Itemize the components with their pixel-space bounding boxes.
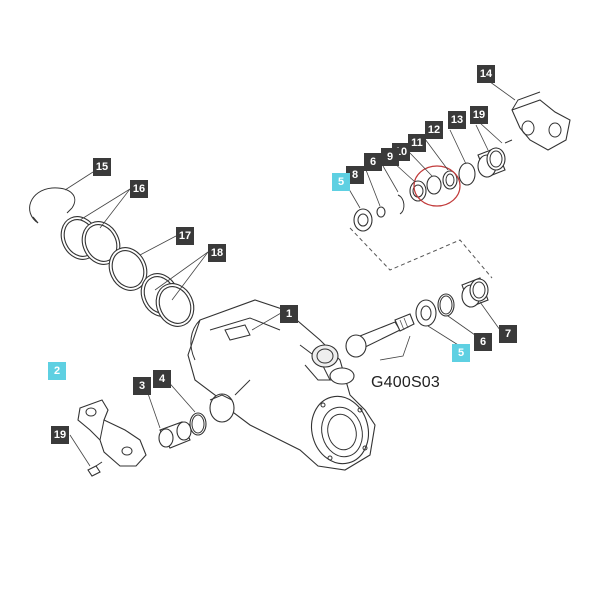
callout-15[interactable]: 15 [93,158,111,176]
axle-housing-part [187,299,376,471]
callout-8[interactable]: 8 [346,166,364,184]
highlight-circle [413,165,461,207]
callout-2-highlighted[interactable]: 2 [48,362,66,380]
callout-9[interactable]: 9 [381,148,399,166]
diagram-code-label: G400S03 [371,374,441,391]
callout-5-upper-highlighted[interactable]: 5 [332,173,350,191]
callout-14[interactable]: 14 [477,65,495,83]
snap-ring-part [29,187,76,224]
assembly-path-dashed [349,227,493,279]
bushing-part-right [461,277,489,308]
callout-16[interactable]: 16 [130,180,148,198]
callout-6-lower[interactable]: 6 [474,333,492,351]
callout-13[interactable]: 13 [448,111,466,129]
callout-7[interactable]: 7 [499,325,517,343]
bearing-part-right [415,299,437,327]
callout-11[interactable]: 11 [408,134,426,152]
o-ring-part-left [189,412,207,436]
bearing-stack-part-upper [353,147,506,232]
callout-1[interactable]: 1 [280,305,298,323]
callout-19-lower[interactable]: 19 [51,426,69,444]
bushing-part-left [158,421,192,449]
callout-19-upper[interactable]: 19 [470,106,488,124]
mounting-bracket-part [504,91,571,151]
piston-rings-part [60,216,121,265]
snap-ring-part-right [437,293,455,317]
grease-nipple-part [87,461,103,477]
callout-5-lower-highlighted[interactable]: 5 [452,344,470,362]
callout-18[interactable]: 18 [208,244,226,262]
callout-12[interactable]: 12 [425,121,443,139]
callout-17[interactable]: 17 [176,227,194,245]
callout-4[interactable]: 4 [153,370,171,388]
callout-3[interactable]: 3 [133,377,151,395]
backup-rings-part [140,273,195,327]
callout-6-upper[interactable]: 6 [364,153,382,171]
pinion-shaft-part [345,313,415,358]
steering-arm-part [77,399,147,467]
seal-ring-part [108,247,148,291]
